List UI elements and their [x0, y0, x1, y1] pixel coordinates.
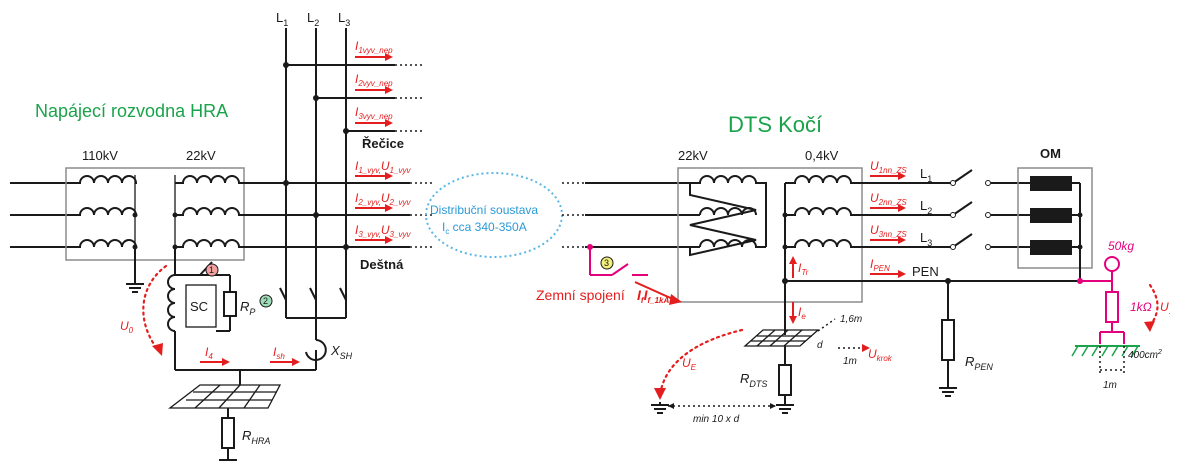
rhra-resistor [221, 417, 235, 449]
label-04kv: 0,4kV [805, 148, 839, 163]
ground-hatch [1071, 345, 1140, 357]
label-xsh: XSH [330, 343, 353, 361]
label-ue: UE [682, 356, 697, 372]
transformer-110kv-coils [70, 175, 138, 248]
dts-input-lines [562, 182, 690, 248]
label-d16: 1,6m [840, 314, 862, 325]
badge-1 [205, 263, 219, 277]
hv-input-lines [10, 182, 70, 248]
label-ukrok: Ukrok [868, 347, 893, 363]
label-i4: I4 [205, 345, 213, 361]
label-u0: U0 [120, 319, 134, 335]
label-touch-voltage: U. [1160, 300, 1171, 316]
mv-output-lines [244, 182, 432, 248]
label-body-resistance: 1kΩ [1130, 300, 1152, 314]
rpen-resistor [941, 319, 955, 361]
om-load-3 [1030, 240, 1072, 255]
badge-3-label: 3 [604, 258, 609, 268]
dts-earthing-grid [743, 329, 820, 347]
label-i3-nep: I3vyv_nep [355, 105, 393, 121]
label-pen: PEN [912, 264, 939, 279]
rp-resistor [223, 291, 237, 317]
badge-2-label: 2 [263, 296, 268, 306]
om-box [1017, 167, 1093, 269]
hra-earthing-grid [168, 384, 282, 409]
label-u3nn: U3nn_ZS [870, 223, 907, 239]
lv-lines [862, 169, 1030, 250]
person-figure [1077, 256, 1125, 344]
label-u1nn: U1nn_ZS [870, 159, 907, 175]
label-rdts: RDTS [740, 371, 767, 389]
dts-title: DTS Kočí [728, 112, 822, 137]
label-destna: Deštná [360, 257, 404, 272]
label-area: 400cm2 [1128, 349, 1162, 361]
transformer-22kv-coils [175, 175, 244, 248]
label-om: OM [1040, 146, 1061, 161]
label-min10d: min 10 x d [693, 414, 740, 425]
ue-arc [658, 328, 744, 397]
distribution-label: Distribuční soustava [430, 203, 538, 217]
label-22kv-dts: 22kV [678, 148, 708, 163]
label-mass: 50kg [1108, 239, 1134, 253]
badge-3 [600, 256, 614, 270]
dts-transformer-box [677, 167, 863, 303]
label-sc: SC [190, 299, 208, 314]
grounding-switches [279, 287, 347, 340]
label-itr: ITr [798, 261, 809, 277]
label-l3: L3 [338, 10, 350, 28]
om-load-2 [1030, 208, 1072, 223]
badge-1-label: 1 [209, 265, 214, 275]
label-i3-u3-vyv: I3_vyv,U3_vyv [355, 223, 411, 239]
label-rpen: RPEN [965, 354, 993, 372]
label-lv-l3: L3 [920, 230, 932, 248]
label-ish: Ish [273, 345, 285, 361]
sc-box [185, 284, 217, 328]
label-l2: L2 [307, 10, 319, 28]
current-arrows-left [200, 53, 393, 366]
label-i2-nep: I2vyv_nep [355, 72, 393, 88]
label-lv-l1: L1 [920, 166, 932, 184]
label-if: IfIf_1kA [637, 287, 669, 305]
current-arrows-right [789, 172, 906, 324]
label-recice: Řečice [362, 136, 404, 151]
label-l1: L1 [276, 10, 288, 28]
label-u2nn: U2nn_ZS [870, 191, 907, 207]
earth-fault-label: Zemní spojení [536, 287, 625, 303]
distribution-current: Ic cca 340-350A [442, 220, 527, 236]
substation-title: Napájecí rozvodna HRA [35, 101, 228, 121]
label-d: d [817, 340, 823, 351]
label-ie: Ie [798, 305, 806, 321]
label-i2-u2-vyv: I2_vyv,U2_vyv [355, 191, 411, 207]
label-110kv: 110kV [82, 148, 118, 163]
label-person-1m: 1m [1103, 380, 1117, 391]
label-rp: RP [240, 299, 255, 317]
om-load-1 [1030, 176, 1072, 191]
label-lv-l2: L2 [920, 198, 932, 216]
label-rhra: RHRA [242, 428, 270, 446]
substation-transformer-box [65, 167, 245, 261]
label-step-1m: 1m [843, 356, 857, 367]
earth-fault-switch [587, 244, 682, 305]
sc-coil [167, 274, 176, 332]
label-ipen: IPEN [870, 257, 890, 273]
u0-arc [142, 264, 168, 352]
label-22kv-substation: 22kV [186, 148, 216, 163]
label-i1-u1-vyv: I1_vyv,U1_vyv [355, 159, 411, 175]
xsh-reactor [305, 339, 327, 361]
label-i1-nep: I1vyv_nep [355, 39, 393, 55]
badge-2 [259, 294, 273, 308]
phase-verticals [283, 28, 425, 300]
rdts-resistor [778, 364, 792, 396]
